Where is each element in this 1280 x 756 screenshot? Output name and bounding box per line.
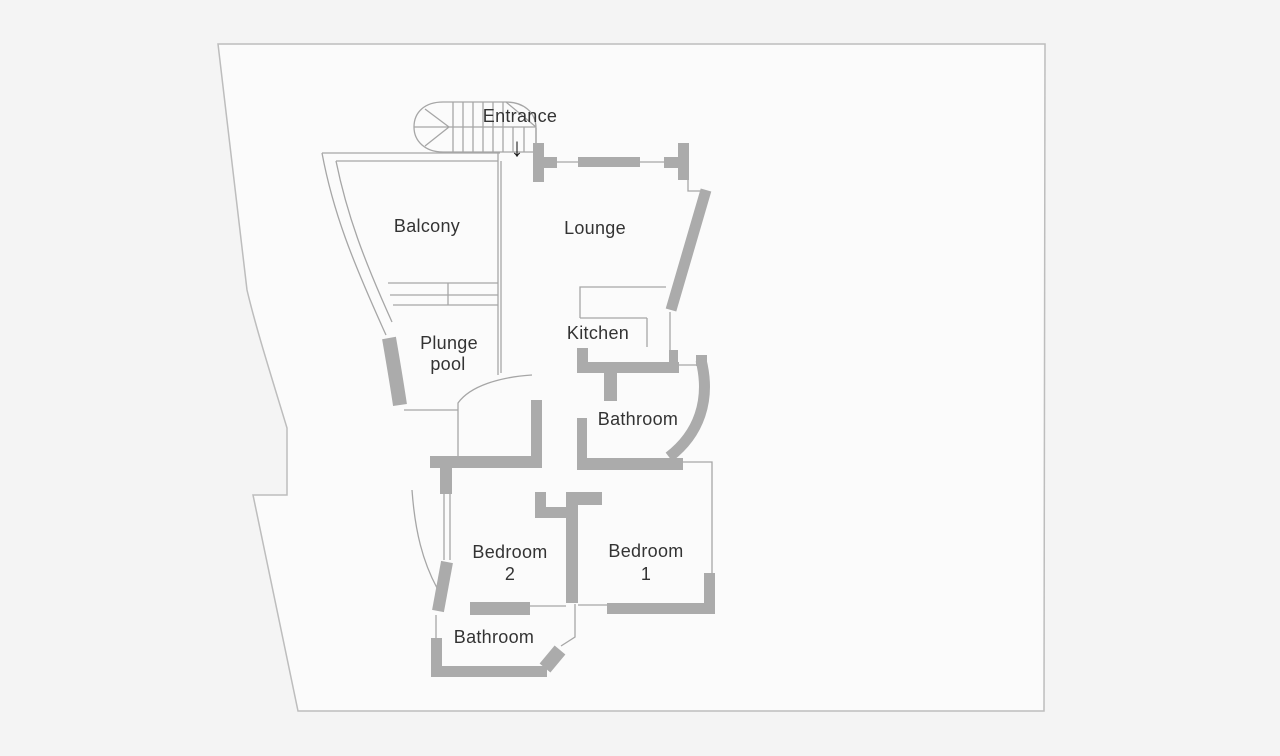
bedroom2-window xyxy=(443,494,451,560)
staircase xyxy=(413,101,537,153)
kitchen-wall-bottom xyxy=(577,362,679,373)
bedroom-divider-wall xyxy=(566,492,578,603)
labels: Entrance ↓ Balcony Lounge Kitchen Plunge… xyxy=(394,106,683,647)
label-bathroom-lower: Bathroom xyxy=(454,627,534,647)
entrance-tick-right xyxy=(664,157,678,168)
bedroom2-wall-angled xyxy=(432,560,453,613)
label-plunge-pool-1: Plunge xyxy=(420,333,478,353)
bathroom-lower-corner-wall xyxy=(539,645,566,673)
bedroom1-wall-right xyxy=(704,573,715,614)
balcony-left-outer xyxy=(321,152,387,336)
kitchen-wall-stub xyxy=(604,372,617,401)
divider-stub-vertical xyxy=(535,492,546,518)
lounge-window-bar xyxy=(578,157,640,167)
divider-stub-horizontal xyxy=(543,507,568,518)
label-bedroom1-2: 1 xyxy=(641,564,651,584)
bathroom-upper-wall-bottom xyxy=(577,458,683,470)
walls xyxy=(382,143,715,677)
entrance-post-left xyxy=(533,143,544,182)
label-kitchen: Kitchen xyxy=(567,323,629,343)
lounge-diagonal-wall xyxy=(665,188,712,312)
bathroom-lower-wall-left xyxy=(431,638,442,677)
bathroom-upper-curved-wall xyxy=(665,358,710,462)
stair-spokes xyxy=(414,108,537,147)
bedroom1-wall-bottom xyxy=(607,603,715,614)
thin-partitions xyxy=(404,161,713,647)
balcony-outline xyxy=(321,152,502,375)
door-arcs xyxy=(411,489,438,589)
entrance-arrow-icon: ↓ xyxy=(511,132,524,162)
boundary-polygon xyxy=(217,43,1046,712)
label-plunge-pool-2: pool xyxy=(430,354,465,374)
label-entrance: Entrance xyxy=(483,106,557,126)
divider-top-right xyxy=(566,492,602,505)
bedroom1-right-edge xyxy=(681,461,713,573)
label-bathroom-upper: Bathroom xyxy=(598,409,678,429)
kitchen-wall-left xyxy=(577,348,588,372)
balcony-left-inner xyxy=(335,160,393,323)
landing-curved-wall xyxy=(457,374,533,457)
bedroom2-door-arc xyxy=(411,489,438,589)
bedroom2-window-cap-top xyxy=(440,468,452,494)
landing-wall-right xyxy=(531,400,542,458)
bedroom2-wall-top xyxy=(430,456,542,468)
kitchen-wall-right xyxy=(669,350,678,364)
label-balcony: Balcony xyxy=(394,216,460,236)
bedroom2-wall-bottom xyxy=(470,602,530,615)
kitchen-counter-outline xyxy=(579,286,671,350)
balcony-steps xyxy=(388,282,498,306)
entrance-tick-left xyxy=(544,157,557,168)
lounge-right-connector xyxy=(687,179,705,192)
stair-winders xyxy=(505,101,537,152)
bathroom-lower-right-edge xyxy=(530,604,576,647)
property-boundary xyxy=(217,43,1046,712)
label-lounge: Lounge xyxy=(564,218,626,238)
label-bedroom1-1: Bedroom xyxy=(608,541,683,561)
plunge-pool-curved-wall xyxy=(382,336,407,407)
bathroom-lower-wall-bottom xyxy=(431,666,547,677)
label-bedroom2-1: Bedroom xyxy=(472,542,547,562)
balcony-railing xyxy=(497,153,502,375)
label-bedroom2-2: 2 xyxy=(505,564,515,584)
bathroom-upper-wall-left xyxy=(577,418,587,465)
entrance-post-right xyxy=(678,143,689,180)
